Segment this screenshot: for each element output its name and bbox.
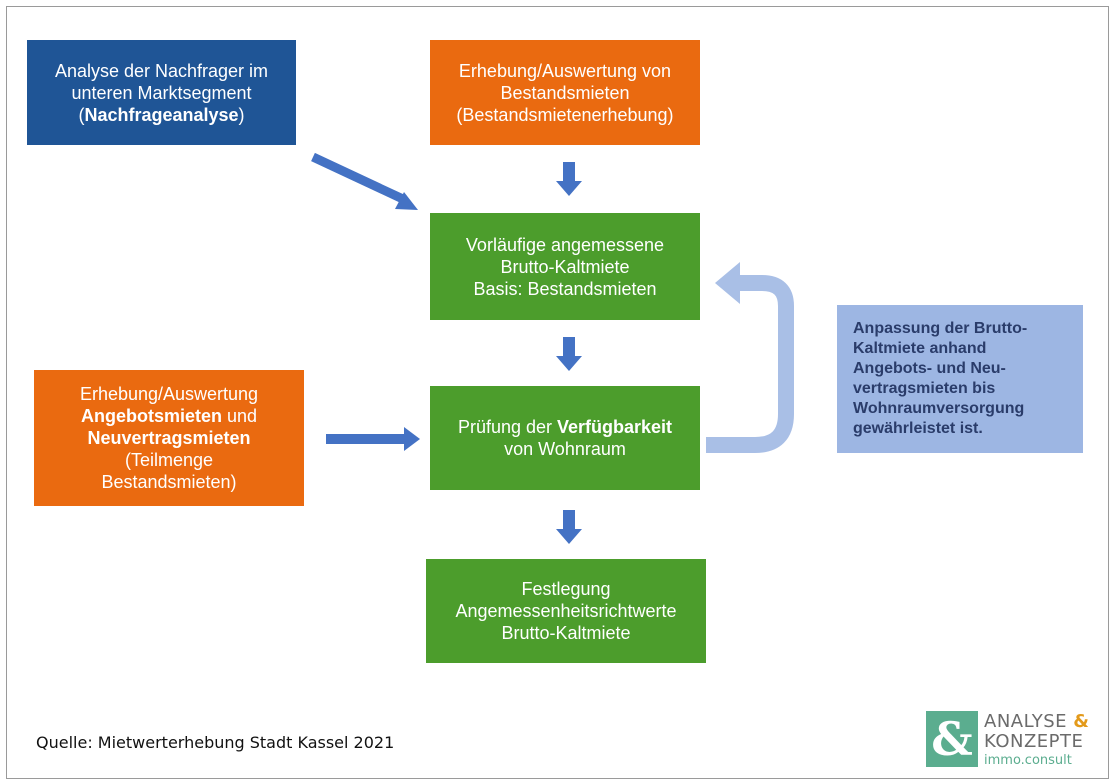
box-text: ( bbox=[78, 104, 85, 125]
box-text: unteren Marktsegment bbox=[71, 82, 252, 103]
box-anpassung: Anpassung der Brutto- Kaltmiete anhand A… bbox=[837, 305, 1083, 453]
logo-text-line3: immo.consult bbox=[984, 753, 1072, 768]
box-text: Analyse der Nachfrager im bbox=[54, 60, 269, 81]
box-festlegung: Festlegung Angemessenheitsrichtwerte Bru… bbox=[426, 559, 706, 663]
source-caption: Quelle: Mietwerterhebung Stadt Kassel 20… bbox=[36, 733, 395, 752]
box-text: Vorläufige angemessene bbox=[465, 234, 665, 255]
box-text-bold: Nachfrageanalyse bbox=[84, 104, 239, 125]
arrow-bestand-to-vorlaeufig bbox=[556, 162, 582, 196]
arrow-pruefung-to-festlegung bbox=[556, 510, 582, 544]
box-text-bold: Angebotsmieten bbox=[80, 406, 222, 426]
box-text: gewährleistet ist. bbox=[853, 420, 983, 437]
logo-text-line2: KONZEPTE bbox=[984, 731, 1084, 752]
box-text: Wohnraumversorgung bbox=[853, 400, 1025, 417]
box-text: Brutto-Kaltmiete bbox=[500, 256, 630, 277]
box-text: Angemessenheitsrichtwerte bbox=[455, 601, 677, 621]
box-text: Angebots- und Neu- bbox=[853, 360, 1006, 377]
box-text: Festlegung bbox=[521, 579, 611, 599]
arrow-vorlaeufig-to-pruefung bbox=[556, 337, 582, 371]
box-text: ) bbox=[238, 104, 245, 125]
logo-text-line1: ANALYSE & bbox=[984, 711, 1089, 732]
box-text: Anpassung der Brutto- bbox=[853, 320, 1028, 337]
box-text: und bbox=[221, 406, 258, 426]
box-nachfrageanalyse: Analyse der Nachfrager im unteren Markts… bbox=[27, 40, 296, 145]
box-text-bold: Verfügbarkeit bbox=[557, 417, 673, 437]
box-text: von Wohnraum bbox=[504, 439, 626, 459]
arrow-loop-back bbox=[706, 262, 794, 453]
box-text: Erhebung/Auswertung bbox=[79, 384, 259, 404]
logo-mark: & bbox=[926, 711, 978, 767]
box-pruefung-verfuegbarkeit: Prüfung der Verfügbarkeit von Wohnraum bbox=[430, 386, 700, 490]
box-text: Brutto-Kaltmiete bbox=[501, 623, 631, 643]
box-text: Kaltmiete anhand bbox=[853, 340, 987, 357]
box-text: Bestandsmieten bbox=[500, 82, 630, 103]
box-text: (Bestandsmietenerhebung) bbox=[456, 104, 674, 125]
box-text-bold: Neuvertragsmieten bbox=[87, 428, 251, 448]
logo-ampersand: & bbox=[1073, 711, 1090, 732]
box-angebotsmieten: Erhebung/Auswertung Angebotsmieten und N… bbox=[34, 370, 304, 506]
box-text: Bestandsmieten) bbox=[101, 472, 237, 492]
box-text: Basis: Bestandsmieten bbox=[473, 278, 657, 299]
box-text: (Teilmenge bbox=[124, 450, 214, 470]
arrow-angebot-to-pruefung bbox=[326, 427, 420, 451]
company-logo: & ANALYSE & KONZEPTE immo.consult bbox=[926, 711, 1106, 773]
diagram-frame bbox=[6, 6, 1109, 779]
box-text: Erhebung/Auswertung von bbox=[458, 60, 672, 81]
box-bestandsmieten: Erhebung/Auswertung von Bestandsmieten (… bbox=[430, 40, 700, 145]
box-text: vertragsmieten bis bbox=[853, 380, 996, 397]
box-vorlaeufige-miete: Vorläufige angemessene Brutto-Kaltmiete … bbox=[430, 213, 700, 320]
logo-text: ANALYSE bbox=[984, 711, 1074, 732]
arrow-nachfrage-to-vorlaeufig bbox=[311, 152, 418, 210]
box-text: Prüfung der bbox=[457, 417, 557, 437]
